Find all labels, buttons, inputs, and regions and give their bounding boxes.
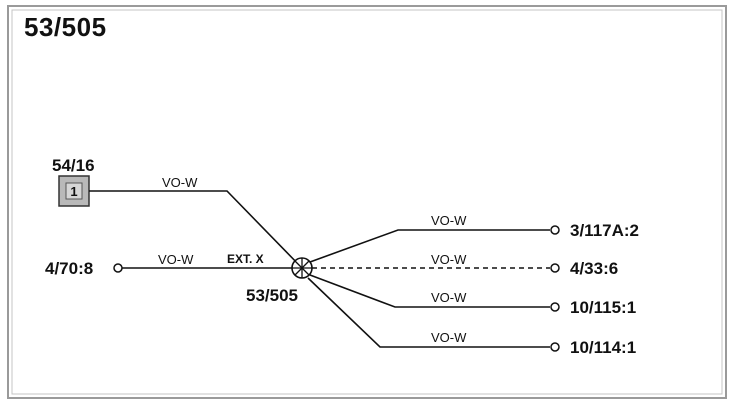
- outer-frame: [7, 5, 727, 399]
- wire-label-to-3-117: VO-W: [431, 213, 467, 228]
- wire-label-to-10-115: VO-W: [431, 290, 467, 305]
- terminal-10-115-label: 10/115:1: [570, 298, 636, 317]
- splice-node-label: 53/505: [246, 286, 298, 305]
- box-node-label: 54/16: [52, 156, 95, 175]
- box-node-inner: [65, 182, 83, 200]
- wire-label-box-to-main: VO-W: [162, 175, 198, 190]
- wire-to-10-115[interactable]: [309, 274, 550, 308]
- terminal-10-114-label: 10/114:1: [570, 338, 636, 357]
- terminal-4-33-connector[interactable]: [550, 263, 560, 273]
- box-node-badge: 1: [70, 184, 77, 199]
- wire-label-to-4-33: VO-W: [431, 252, 467, 267]
- page-title: 53/505: [24, 12, 107, 42]
- box-node[interactable]: [58, 175, 90, 207]
- wire-label-to-10-114: VO-W: [431, 330, 467, 345]
- ext-label: EXT. X: [227, 252, 264, 266]
- terminal-3-117-connector[interactable]: [550, 225, 560, 235]
- inner-frame: [11, 9, 723, 395]
- wire-to-10-114[interactable]: [307, 277, 550, 348]
- left-terminal-label: 4/70:8: [45, 259, 93, 278]
- wire-to-3-117[interactable]: [309, 229, 550, 263]
- terminal-3-117-label: 3/117A:2: [570, 221, 639, 240]
- terminal-10-114-connector[interactable]: [550, 342, 560, 352]
- left-terminal-connector[interactable]: [113, 263, 123, 273]
- splice-node[interactable]: [291, 257, 313, 279]
- terminal-10-115-connector[interactable]: [550, 302, 560, 312]
- terminal-4-33-label: 4/33:6: [570, 259, 618, 278]
- wire-label-left-to-main: VO-W: [158, 252, 194, 267]
- wire-box-to-main[interactable]: [89, 190, 303, 269]
